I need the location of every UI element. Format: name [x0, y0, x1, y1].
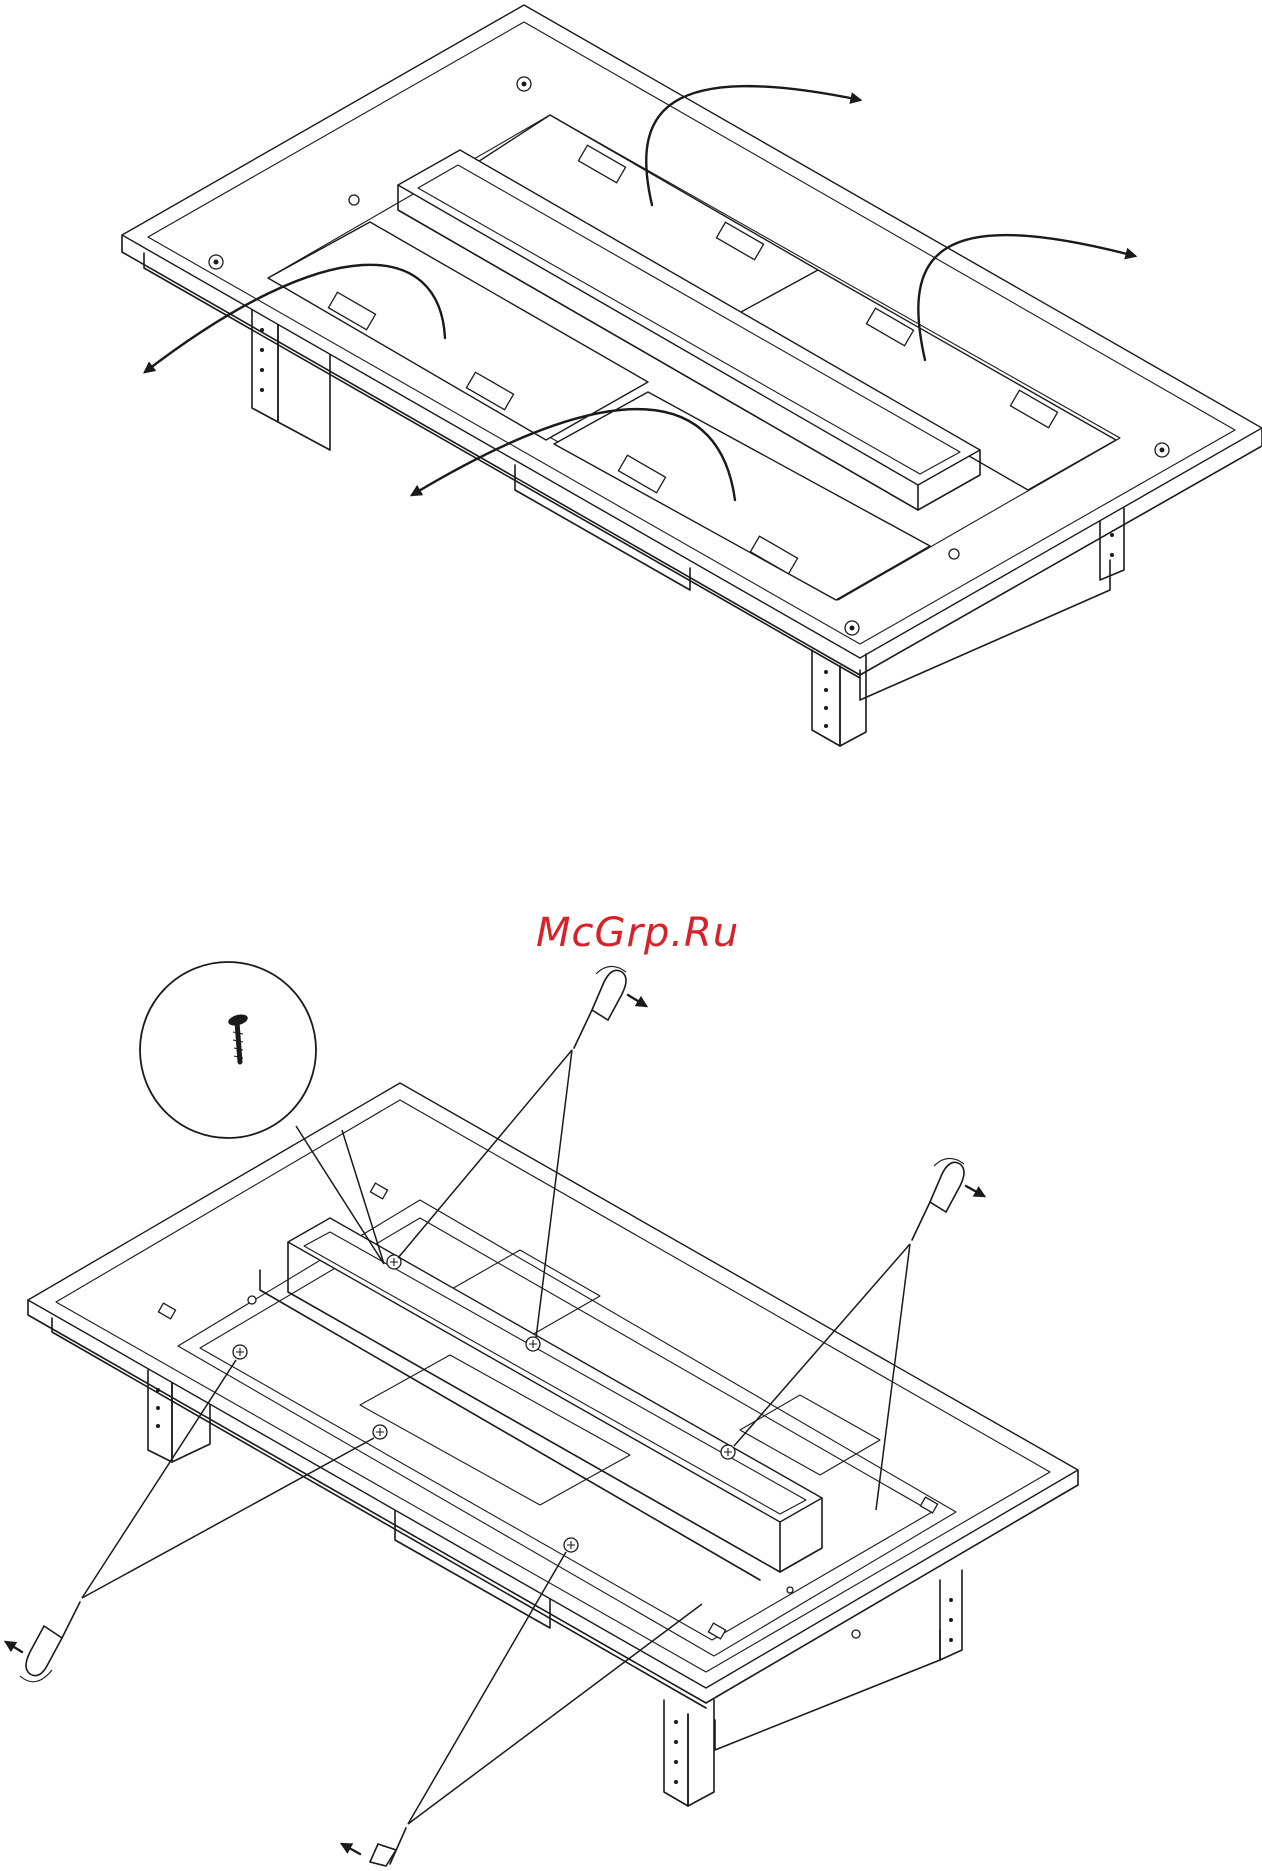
leg-front-right	[812, 650, 866, 746]
figure-1-unit	[122, 5, 1262, 746]
screwdriver-bottom	[342, 1828, 406, 1866]
screwdriver-top	[574, 966, 646, 1048]
watermark-text: McGrp.Ru	[536, 910, 739, 956]
leg2-right-back	[940, 1570, 962, 1660]
leg2-front-right	[664, 1700, 714, 1806]
screwdriver-left	[6, 1602, 80, 1682]
figure-2-unit	[6, 962, 1078, 1866]
screwdriver-right	[912, 1158, 984, 1240]
outer-frame-2	[28, 1083, 1078, 1708]
